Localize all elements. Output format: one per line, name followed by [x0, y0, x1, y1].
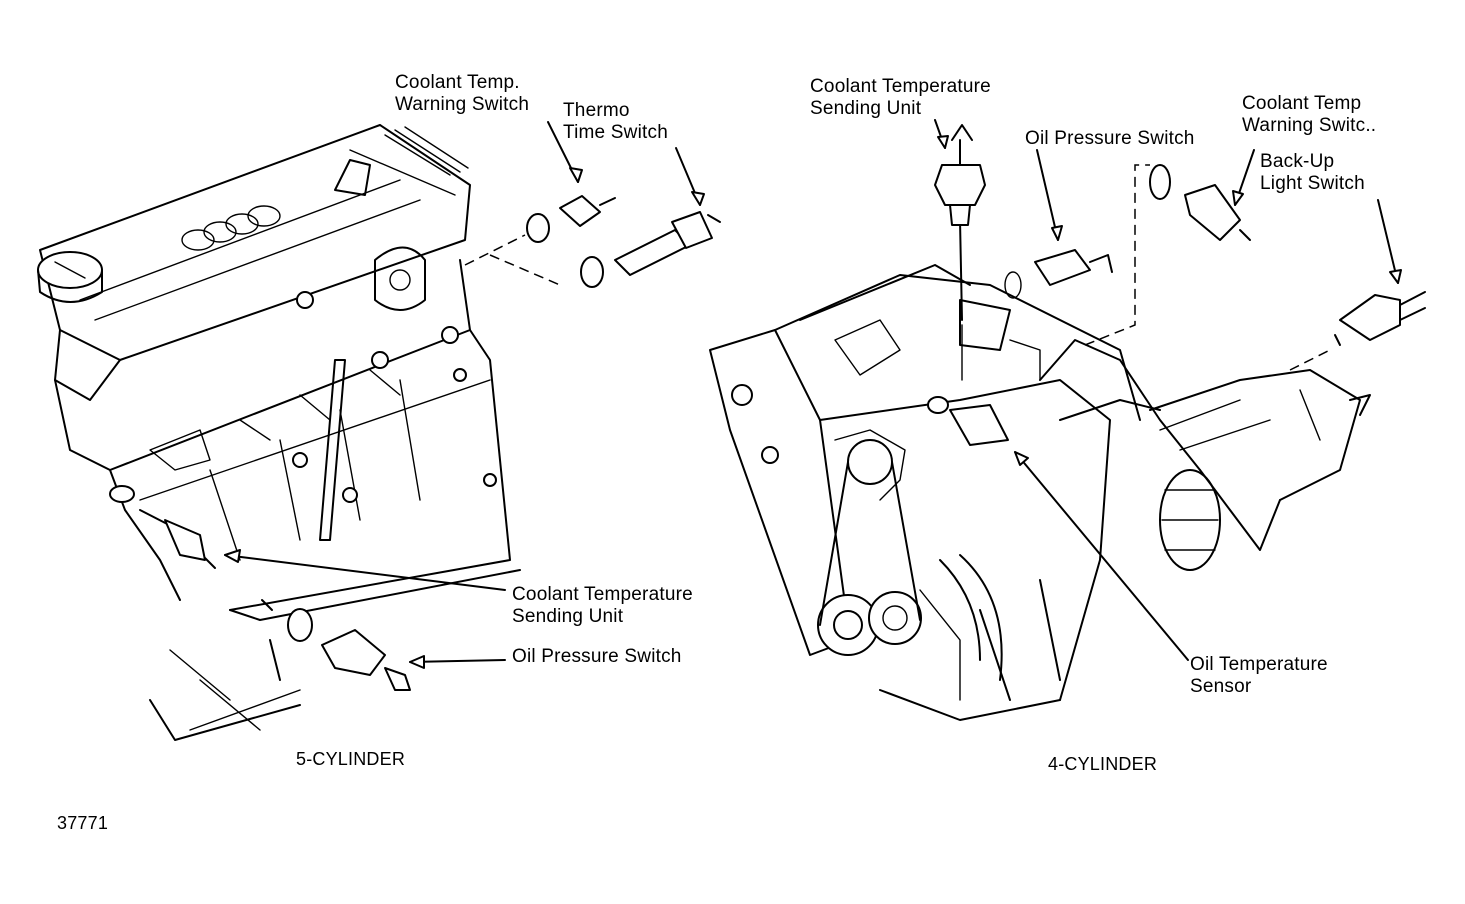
label-coolant-temp-warning-switch-left: Coolant Temp. Warning Switch: [395, 72, 530, 115]
label-coolant-temperature-sending-unit-right: Coolant Temperature Sending Unit: [810, 76, 991, 119]
label-coolant-temp-warning-switch-right: Coolant Temp Warning Switc..: [1242, 93, 1377, 136]
label-thermo-time-switch: Thermo Time Switch: [563, 100, 668, 143]
caption-5-cylinder: 5-CYLINDER: [296, 749, 406, 769]
five-cylinder-engine: [37, 121, 721, 741]
figure-number: 37771: [57, 813, 109, 833]
label-coolant-temperature-sending-unit-left: Coolant Temperature Sending Unit: [512, 584, 693, 627]
caption-4-cylinder: 4-CYLINDER: [1048, 754, 1158, 774]
label-oil-temperature-sensor: Oil Temperature Sensor: [1190, 654, 1328, 697]
label-back-up-light-switch: Back-Up Light Switch: [1260, 151, 1365, 194]
four-cylinder-engine: [709, 119, 1426, 721]
label-oil-pressure-switch-right: Oil Pressure Switch: [1025, 128, 1195, 149]
label-oil-pressure-switch-left: Oil Pressure Switch: [512, 646, 682, 667]
